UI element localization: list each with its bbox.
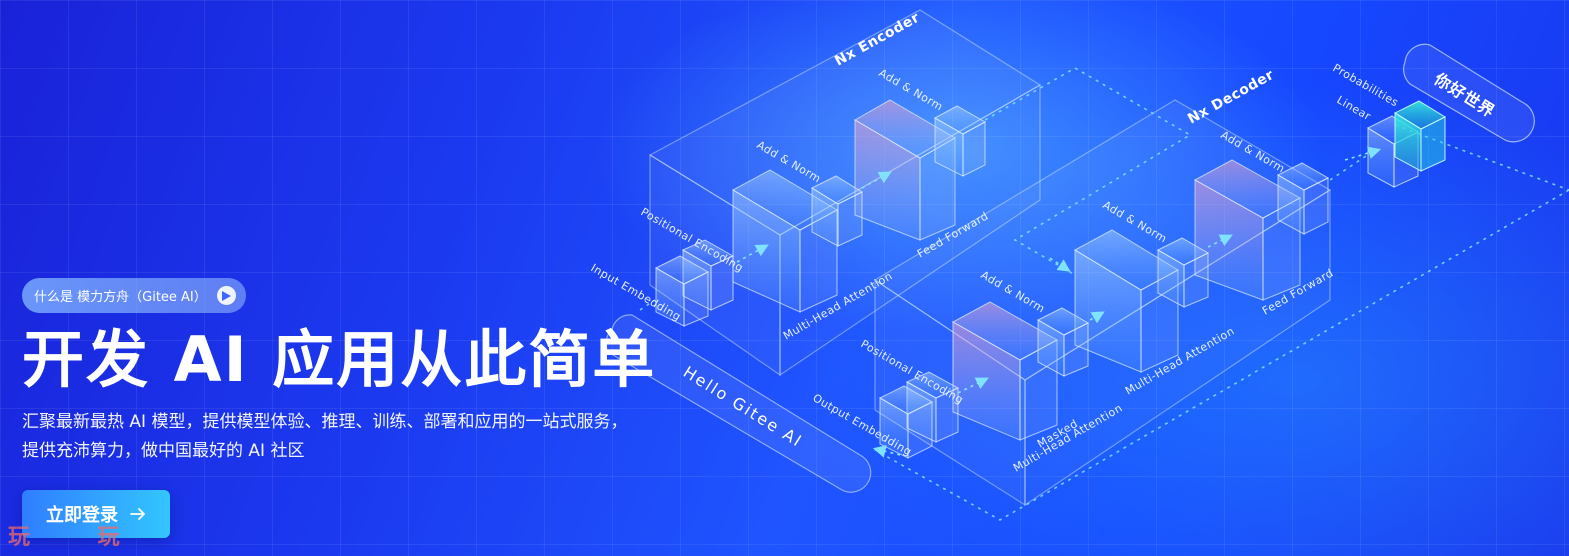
enc-cube-embedding [654,255,710,327]
dec-cube-addnorm-low [1036,307,1090,377]
what-is-gitee-ai-button[interactable]: 什么是 模力方舟（Gitee AI） [22,278,246,313]
dec-cube-embedding [878,385,934,459]
output-capsule [1403,43,1535,143]
hero-description-line-2: 提供充沛算力，做中国最好的 AI 社区 [22,441,305,461]
play-icon [216,286,236,305]
linear-label: Linear [1335,93,1374,123]
enc-cube-addnorm-mid [810,175,864,247]
login-button-label: 立即登录 [46,505,118,526]
dec-cube-addnorm-mid [1156,237,1210,308]
arrow-right-icon [130,507,146,521]
login-button[interactable]: 立即登录 [22,490,170,538]
dec-cube-addnorm-top [1276,162,1330,235]
hero-description-line-1: 汇聚最新最热 AI 模型，提供模型体验、推理、训练、部署和应用的一站式服务， [22,412,628,432]
pill-label: 什么是 模力方舟（Gitee AI） [34,290,207,305]
watermark: 玩 玩 [8,524,150,550]
page-title: 开发 AI 应用从此简单 [22,323,657,396]
hero-description: 汇聚最新最热 AI 模型，提供模型体验、推理、训练、部署和应用的一站式服务， 提… [22,408,702,466]
flow-arrows [736,146,1382,458]
cube-probabilities [1393,100,1447,172]
decoder-title: Nx Decoder [1185,67,1277,128]
enc-cube-addnorm-top [933,105,987,177]
dashed-connectors [639,67,1569,521]
hero-section: 什么是 模力方舟（Gitee AI） 开发 AI 应用从此简单 汇聚最新最热 A… [22,0,722,556]
enc-cube-posenc [681,239,735,311]
input-capsule [605,314,872,493]
